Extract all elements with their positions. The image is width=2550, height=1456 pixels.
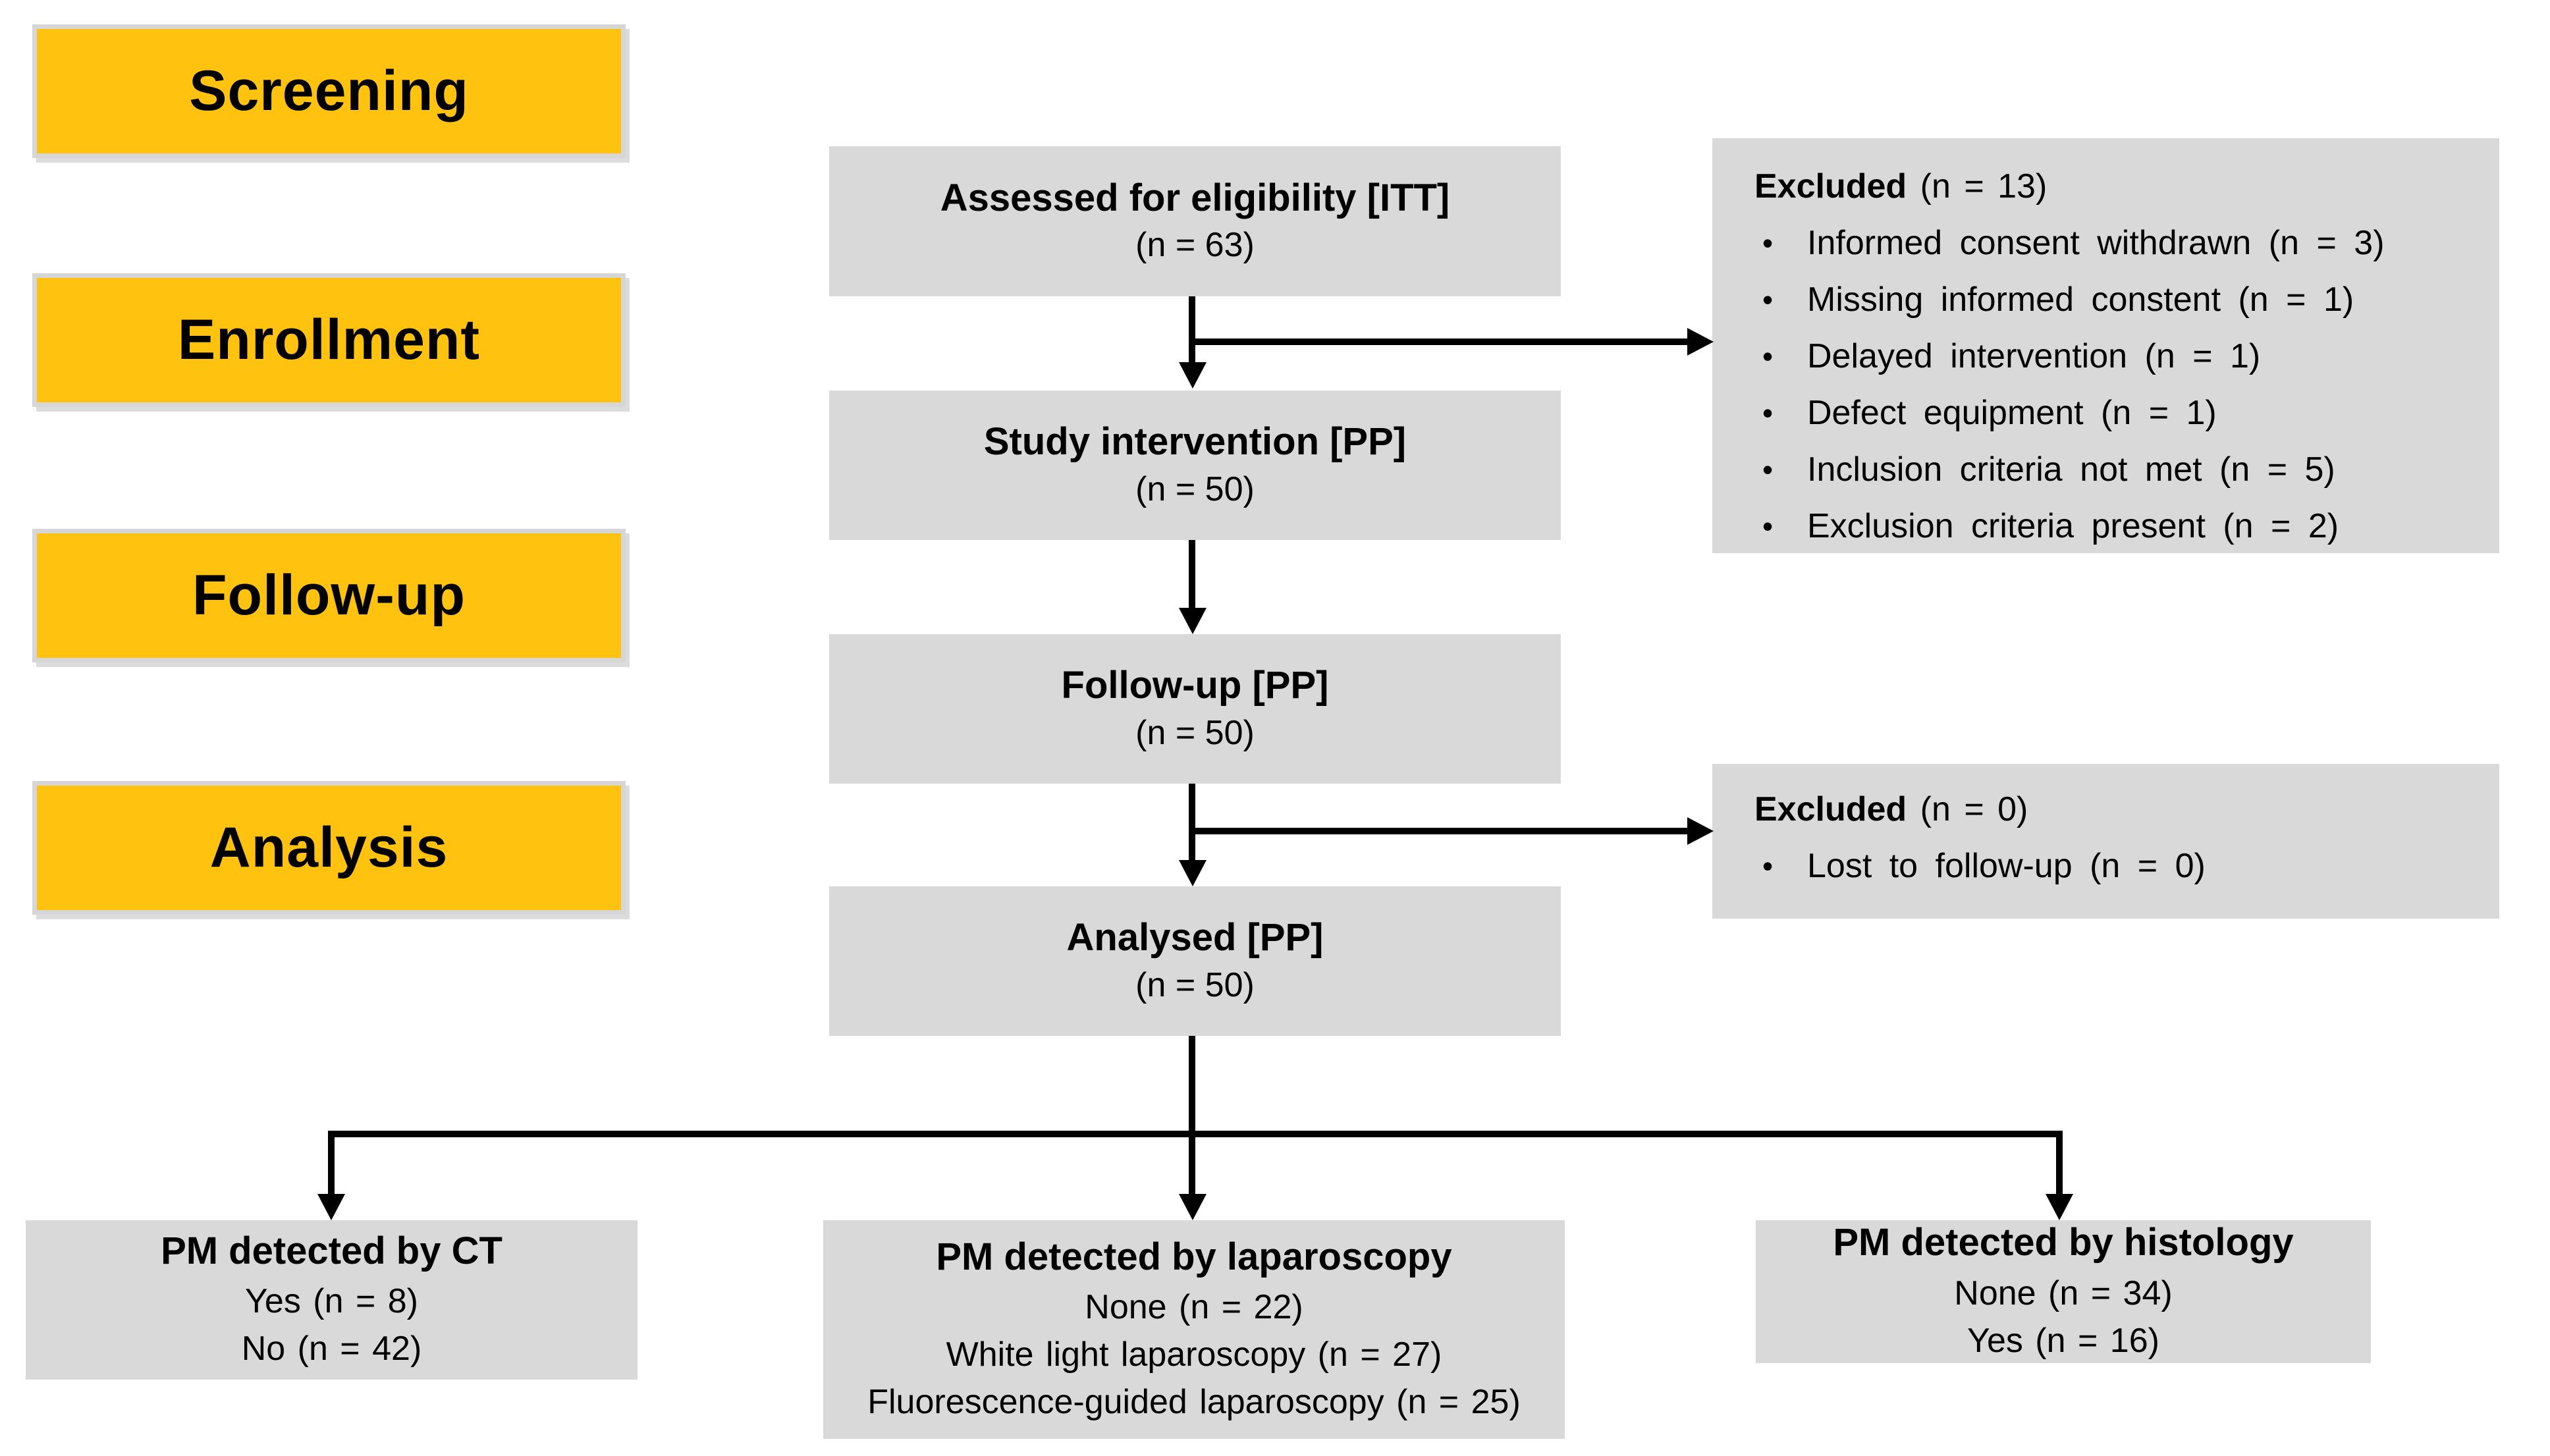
flow-box-title: Study intervention [PP] — [983, 420, 1407, 464]
arrowhead-down-icon — [317, 1194, 345, 1220]
outcome-line: Yes (n = 8) — [244, 1282, 418, 1321]
outcome-title: PM detected by CT — [161, 1229, 502, 1272]
arrow-followup-to-analysed — [1189, 784, 1195, 861]
excluded-n: (n = 0) — [1920, 790, 2028, 828]
stage-box-enrollment: Enrollment — [32, 273, 626, 407]
excluded-reason: Defect equipment (n = 1) — [1754, 385, 2480, 441]
outcome-line: No (n = 42) — [241, 1330, 422, 1368]
flow-box-title: Assessed for eligibility [ITT] — [940, 176, 1450, 219]
outcome-line: White light laparoscopy (n = 27) — [946, 1335, 1442, 1374]
flow-box-n: (n = 63) — [1135, 226, 1255, 265]
outcome-box-laparoscopy: PM detected by laparoscopy None (n = 22)… — [823, 1220, 1565, 1439]
arrow-to-histology — [2056, 1131, 2063, 1197]
outcome-line: None (n = 22) — [1085, 1288, 1303, 1327]
flow-box-title: Follow-up [PP] — [1061, 664, 1329, 707]
excluded-reason: Informed consent withdrawn (n = 3) — [1754, 215, 2480, 271]
arrowhead-right-icon — [1687, 328, 1714, 356]
flow-box-n: (n = 50) — [1135, 470, 1255, 508]
excluded-title: Excluded — [1754, 167, 1907, 205]
flow-box-title: Analysed [PP] — [1066, 916, 1324, 959]
arrowhead-down-icon — [1179, 608, 1207, 634]
arrow-analysed-to-laparoscopy — [1189, 1036, 1195, 1197]
excluded-heading: Excluded (n = 0) — [1754, 781, 2480, 838]
stage-label: Follow-up — [192, 564, 466, 627]
arrow-to-ct — [328, 1131, 335, 1197]
arrowhead-down-icon — [1179, 362, 1207, 389]
flow-box-n: (n = 50) — [1135, 965, 1255, 1004]
outcome-box-ct: PM detected by CT Yes (n = 8) No (n = 42… — [26, 1220, 638, 1380]
arrowhead-down-icon — [2046, 1194, 2073, 1220]
arrow-branch-excluded-screening — [1189, 338, 1696, 345]
excluded-reason: Inclusion criteria not met (n = 5) — [1754, 441, 2480, 498]
stage-box-screening: Screening — [32, 24, 626, 158]
flow-box-intervention: Study intervention [PP] (n = 50) — [829, 391, 1561, 540]
excluded-reason: Lost to follow-up (n = 0) — [1754, 838, 2480, 894]
stage-label: Enrollment — [177, 308, 481, 371]
arrow-branch-excluded-followup — [1189, 828, 1696, 834]
excluded-box-screening: Excluded (n = 13) Informed consent withd… — [1712, 138, 2499, 554]
outcome-title: PM detected by laparoscopy — [936, 1235, 1452, 1278]
arrowhead-right-icon — [1687, 817, 1714, 845]
excluded-box-followup: Excluded (n = 0) Lost to follow-up (n = … — [1712, 764, 2499, 919]
flow-box-followup: Follow-up [PP] (n = 50) — [829, 634, 1561, 784]
arrow-assessed-to-intervention — [1189, 296, 1195, 369]
excluded-title: Excluded — [1754, 790, 1907, 828]
excluded-n: (n = 13) — [1920, 167, 2048, 205]
arrowhead-down-icon — [1179, 860, 1207, 886]
arrow-distribution-line — [328, 1131, 2063, 1137]
flow-box-n: (n = 50) — [1135, 713, 1255, 752]
stage-box-analysis: Analysis — [32, 781, 626, 915]
excluded-heading: Excluded (n = 13) — [1754, 158, 2480, 215]
stage-label: Screening — [189, 59, 469, 122]
outcome-line: Fluorescence-guided laparoscopy (n = 25) — [867, 1383, 1521, 1422]
arrowhead-down-icon — [1179, 1194, 1207, 1220]
stage-label: Analysis — [209, 816, 448, 879]
excluded-reason: Missing informed constent (n = 1) — [1754, 271, 2480, 328]
flow-box-analysed: Analysed [PP] (n = 50) — [829, 886, 1561, 1036]
flow-box-assessed: Assessed for eligibility [ITT] (n = 63) — [829, 146, 1561, 296]
outcome-line: None (n = 34) — [1954, 1274, 2173, 1312]
outcome-title: PM detected by histology — [1833, 1221, 2294, 1264]
arrow-intervention-to-followup — [1189, 540, 1195, 609]
outcome-box-histology: PM detected by histology None (n = 34) Y… — [1756, 1220, 2371, 1363]
excluded-reason: Exclusion criteria present (n = 2) — [1754, 498, 2480, 554]
outcome-line: Yes (n = 16) — [1967, 1321, 2159, 1360]
excluded-reason: Delayed intervention (n = 1) — [1754, 328, 2480, 385]
stage-box-followup: Follow-up — [32, 529, 626, 662]
